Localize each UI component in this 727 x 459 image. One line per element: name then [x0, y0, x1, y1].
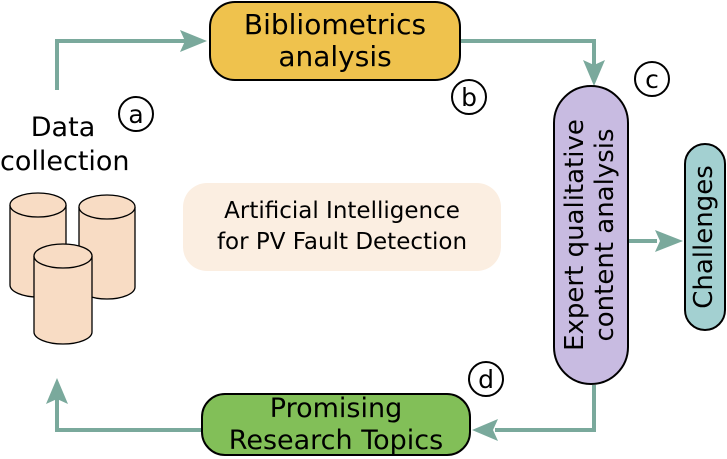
central-topic-box: Artificial Intelligence for PV Fault Det…	[183, 183, 501, 271]
data-collection-line-1: Data	[30, 112, 96, 143]
arrow-expert-to-promising	[495, 385, 596, 432]
promising-research-topics-node: Promising Research Topics	[201, 393, 471, 456]
challenges-label: Challenges	[689, 165, 720, 309]
expert-content-analysis-node: Expert qualitative content analysis	[553, 85, 629, 385]
data-collection-line-2: collection	[0, 146, 130, 178]
arrowhead-expert	[583, 60, 605, 86]
bibliometrics-line-1: Bibliometrics	[243, 7, 427, 41]
expert-analysis-wrapper: Expert qualitative content analysis	[553, 85, 629, 385]
central-topic-line-1: Artificial Intelligence	[224, 198, 460, 225]
promising-line-1: Promising	[269, 393, 403, 425]
bibliometrics-line-2: analysis	[278, 40, 392, 73]
central-topic-line-2: for PV Fault Detection	[216, 229, 468, 255]
arrowhead-data	[46, 378, 68, 404]
data-collection-label: Data collection	[0, 111, 130, 180]
expert-line-1: Expert qualitative	[560, 119, 591, 351]
step-badge-b: b	[451, 79, 487, 115]
arrowhead-bibliometrics	[180, 30, 207, 52]
arrow-data-to-bibliometrics	[55, 39, 185, 90]
step-badge-a: a	[118, 96, 154, 132]
challenges-wrapper: Challenges	[684, 143, 726, 331]
database-cylinders-icon	[9, 192, 136, 345]
step-badge-d: d	[468, 361, 504, 397]
arrow-promising-to-data	[55, 398, 201, 432]
arrowhead-challenges	[655, 230, 683, 252]
arrowhead-promising	[472, 419, 498, 441]
challenges-node: Challenges	[684, 143, 726, 331]
promising-line-2: Research Topics	[228, 424, 444, 456]
step-badge-c: c	[634, 61, 670, 97]
arrow-bibliometrics-to-expert	[461, 39, 596, 65]
bibliometrics-analysis-node: Bibliometrics analysis	[209, 1, 461, 81]
expert-line-2: content analysis	[590, 128, 620, 342]
